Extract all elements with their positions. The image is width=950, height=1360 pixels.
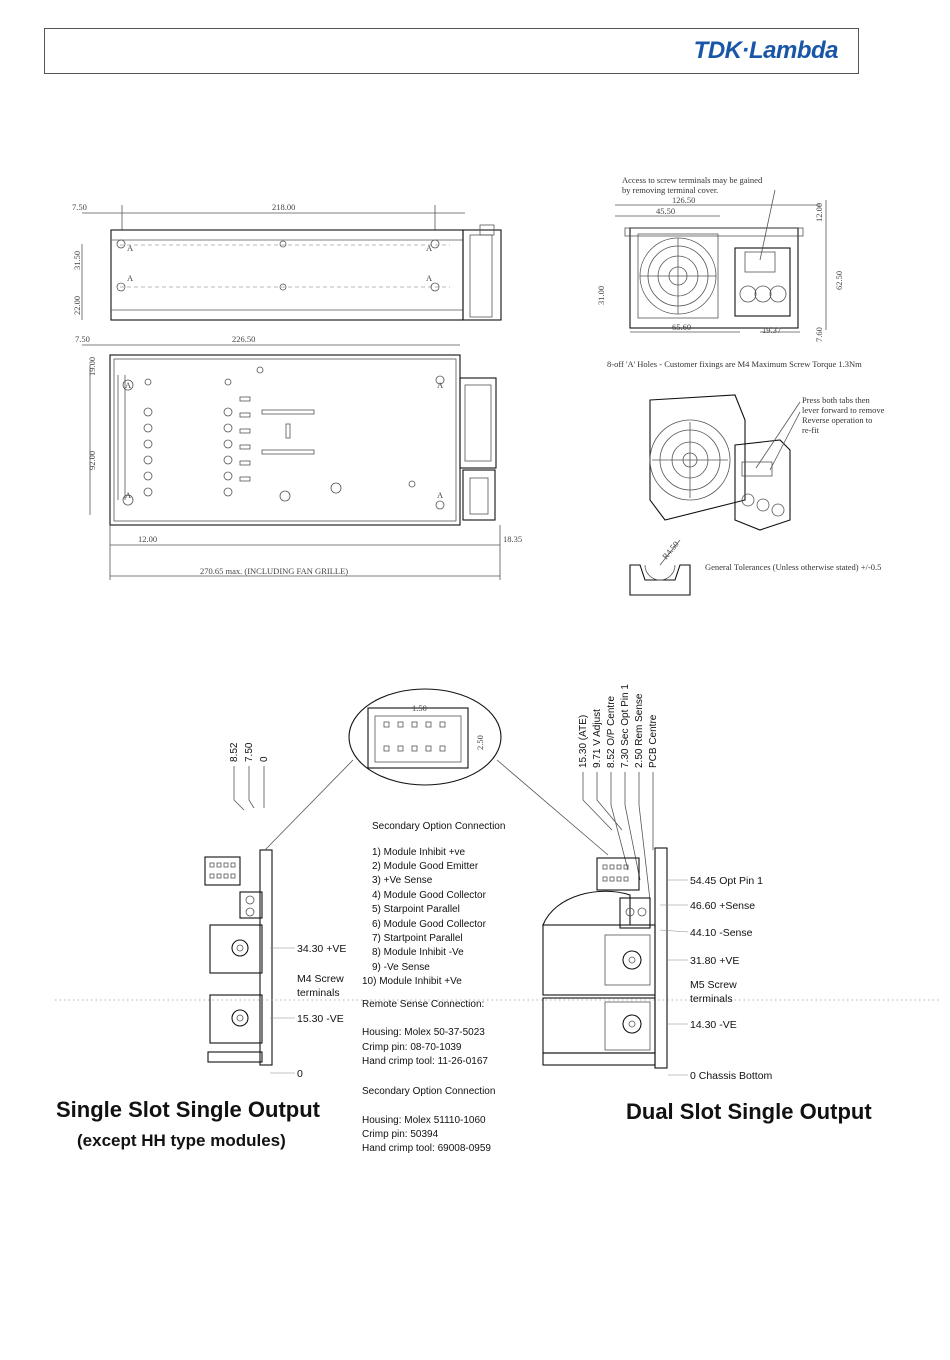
side-hole-a1: A bbox=[125, 380, 132, 390]
ds-vlabel-4: 7.30 Sec Opt Pin 1 bbox=[620, 684, 631, 768]
side-hole-a2: A bbox=[125, 490, 132, 500]
dual-slot-diagram: 15.30 (ATE) 9.71 V Adjust 8.52 O/P Centr… bbox=[542, 684, 872, 1124]
ss-dim-750: 7.50 bbox=[244, 742, 255, 762]
iso-note-2: lever forward to remove bbox=[802, 405, 885, 415]
pin-10: 10) Module Inhibit +Ve bbox=[362, 976, 462, 987]
pin-5: 5) Starpoint Parallel bbox=[372, 904, 460, 915]
ds-vlabel-6: PCB Centre bbox=[648, 714, 659, 768]
hole-a-3: A bbox=[426, 243, 433, 253]
top-dim-2200: 22.00 bbox=[72, 296, 82, 315]
ss-ve-pos: 34.30 +VE bbox=[297, 943, 346, 955]
side-dim-750: 7.50 bbox=[75, 334, 90, 344]
mounting-holes bbox=[122, 366, 445, 510]
side-dim-1200: 12.00 bbox=[138, 534, 157, 544]
ds-vlabel-3: 8.52 O/P Centre bbox=[606, 695, 617, 768]
top-view: 7.50 218.00 A A A A 31.50 22.00 bbox=[72, 202, 502, 321]
tolerance-note: General Tolerances (Unless otherwise sta… bbox=[705, 562, 881, 572]
ss-subtitle: (except HH type modules) bbox=[77, 1131, 286, 1150]
holes-note: 8-off 'A' Holes - Customer fixings are M… bbox=[607, 359, 862, 369]
remote-housing: Housing: Molex 50-37-5023 bbox=[362, 1027, 485, 1038]
ds-screw-1: M5 Screw bbox=[690, 979, 737, 991]
hole-a-1: A bbox=[127, 243, 134, 253]
iso-note-3: Reverse operation to bbox=[802, 415, 872, 425]
top-dim-750: 7.50 bbox=[72, 202, 87, 212]
pin-1: 1) Module Inhibit +ve bbox=[372, 847, 466, 858]
ds-ve-neg: 14.30 -VE bbox=[690, 1019, 737, 1031]
front-view: Access to screw terminals may be gained … bbox=[596, 175, 862, 369]
side-view: 7.50 226.50 A A bbox=[75, 334, 522, 580]
pin-4: 4) Module Good Collector bbox=[372, 890, 487, 901]
front-dim-760: 7.60 bbox=[814, 327, 824, 342]
pin-9: 9) -Ve Sense bbox=[372, 962, 430, 973]
sec-opt-title: Secondary Option Connection bbox=[372, 821, 505, 832]
ss-zero: 0 bbox=[297, 1068, 303, 1080]
page-header: TDK·Lambda bbox=[44, 28, 859, 74]
ds-ve-pos: 31.80 +VE bbox=[690, 955, 739, 967]
ss-dim-852: 8.52 bbox=[229, 742, 240, 762]
pin-3: 3) +Ve Sense bbox=[372, 875, 433, 886]
side-dim-total: 270.65 max. (INCLUDING FAN GRILLE) bbox=[200, 566, 348, 576]
pin-8: 8) Module Inhibit -Ve bbox=[372, 947, 464, 958]
sec-housing: Housing: Molex 51110-1060 bbox=[362, 1115, 486, 1126]
ss-title: Single Slot Single Output bbox=[56, 1097, 321, 1122]
iso-view: Press both tabs then lever forward to re… bbox=[629, 394, 885, 596]
front-dim-6560: 65.60 bbox=[672, 322, 691, 332]
remote-title: Remote Sense Connection: bbox=[362, 999, 484, 1010]
ds-title: Dual Slot Single Output bbox=[626, 1099, 872, 1124]
front-dim-4550: 45.50 bbox=[656, 206, 675, 216]
remote-pin: Crimp pin: 08-70-1039 bbox=[362, 1042, 462, 1053]
front-note-2: by removing terminal cover. bbox=[622, 185, 718, 195]
side-dim-22650: 226.50 bbox=[232, 334, 255, 344]
front-note-1: Access to screw terminals may be gained bbox=[622, 175, 763, 185]
side-dim-1835: 18.35 bbox=[503, 534, 522, 544]
sec-opt-title-2: Secondary Option Connection bbox=[362, 1086, 495, 1097]
ds-vlabel-5: 2.50 Rem Sense bbox=[634, 693, 645, 768]
front-dim-3100: 31.00 bbox=[596, 286, 606, 305]
sec-tool: Hand crimp tool: 69008-0959 bbox=[362, 1143, 491, 1154]
front-dim-1200: 12.00 bbox=[814, 203, 824, 222]
side-hole-a3: A bbox=[437, 380, 444, 390]
ss-screw-1: M4 Screw bbox=[297, 973, 344, 985]
ds-sense-neg: 44.10 -Sense bbox=[690, 927, 753, 939]
conn-dim-150: 1.50 bbox=[412, 703, 427, 713]
side-hole-a4: A bbox=[437, 490, 444, 500]
ds-sense-pos: 46.60 +Sense bbox=[690, 900, 755, 912]
hole-a-2: A bbox=[127, 273, 134, 283]
iso-note-4: re-fit bbox=[802, 425, 820, 435]
ds-opt-pin: 54.45 Opt Pin 1 bbox=[690, 875, 763, 887]
sec-pin: Crimp pin: 50394 bbox=[362, 1129, 439, 1140]
top-dim-3150: 31.50 bbox=[72, 251, 82, 270]
ss-dim-0: 0 bbox=[259, 756, 270, 762]
ss-ve-neg: 15.30 -VE bbox=[297, 1013, 344, 1025]
pin-2: 2) Module Good Emitter bbox=[372, 861, 479, 872]
ds-screw-2: terminals bbox=[690, 993, 733, 1005]
hole-a-4: A bbox=[426, 273, 433, 283]
side-dim-9200: 92.00 bbox=[87, 451, 97, 470]
ss-screw-2: terminals bbox=[297, 987, 340, 999]
conn-dim-250: 2.50 bbox=[475, 735, 485, 750]
front-dim-12650: 126.50 bbox=[672, 195, 695, 205]
side-dim-1900: 19.00 bbox=[87, 357, 97, 376]
single-slot-diagram: 8.52 7.50 0 34.30 +VE M4 Screw terminals… bbox=[56, 742, 346, 1150]
remote-tool: Hand crimp tool: 11-26-0167 bbox=[362, 1056, 488, 1067]
pin-7: 7) Startpoint Parallel bbox=[372, 933, 463, 944]
ds-chassis: 0 Chassis Bottom bbox=[690, 1070, 773, 1082]
connector-detail: 1.50 2.50 bbox=[264, 688, 609, 856]
front-dim-1937: 19.37 bbox=[762, 325, 781, 335]
pin-6: 6) Module Good Collector bbox=[372, 919, 487, 930]
top-dim-218: 218.00 bbox=[272, 202, 295, 212]
iso-note-1: Press both tabs then bbox=[802, 395, 871, 405]
ds-vlabel-1: 15.30 (ATE) bbox=[578, 715, 589, 768]
tdk-lambda-logo: TDK·Lambda bbox=[693, 37, 839, 64]
front-dim-6250: 62.50 bbox=[834, 271, 844, 290]
center-text-block: Secondary Option Connection 1) Module In… bbox=[362, 821, 505, 1154]
ds-vlabel-2: 9.71 V Adjust bbox=[592, 709, 603, 768]
